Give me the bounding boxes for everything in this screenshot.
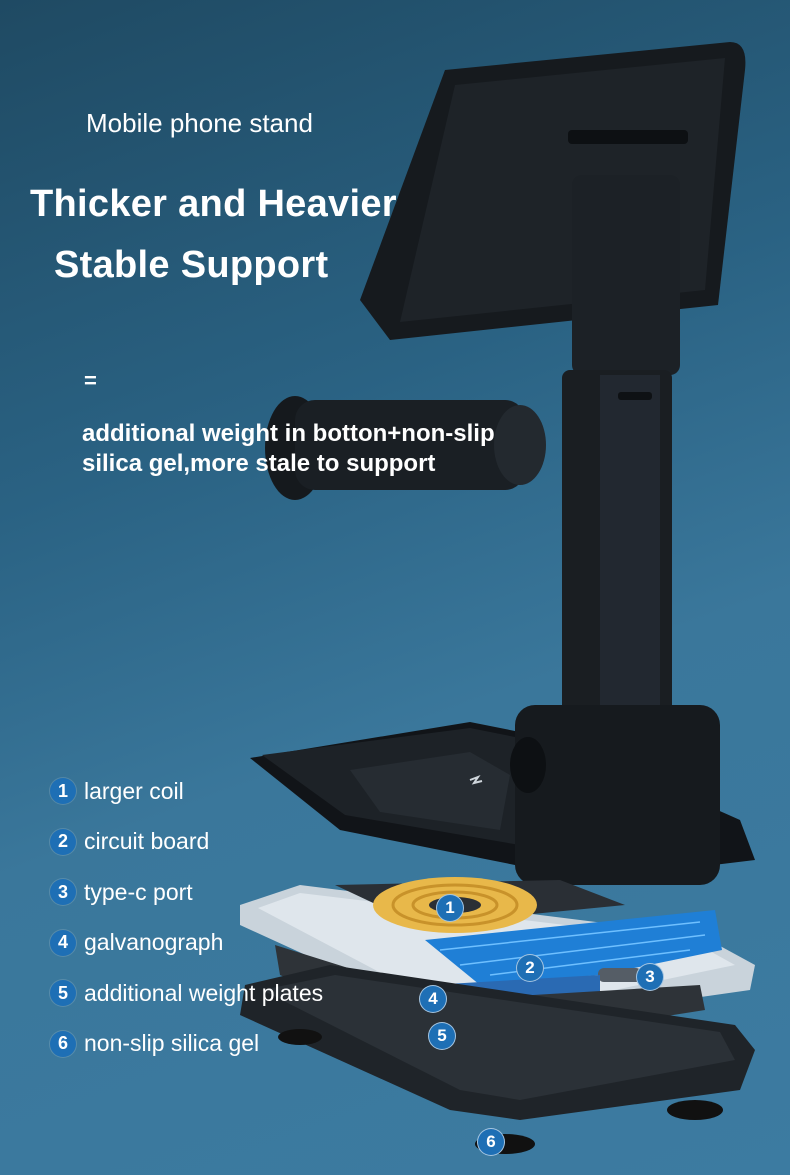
callout-weight-plates: 5 <box>428 1022 456 1050</box>
callout-silica-gel: 6 <box>477 1128 505 1156</box>
holder-head <box>360 42 746 340</box>
legend-label: non-slip silica gel <box>84 1030 260 1057</box>
legend-item-galvanograph: 4 galvanograph <box>50 918 323 969</box>
legend-item-type-c-port: 3 type-c port <box>50 867 323 918</box>
legend-item-silica-gel: 6 non-slip silica gel <box>50 1019 323 1070</box>
legend-label: larger coil <box>84 777 184 804</box>
legend-item-weight-plates: 5 additional weight plates <box>50 968 323 1019</box>
legend-item-coil: 1 larger coil <box>50 766 323 817</box>
headline-line-2: Stable Support <box>54 244 329 286</box>
stand-base <box>250 705 755 885</box>
subtitle: Mobile phone stand <box>86 108 313 138</box>
callout-type-c-port: 3 <box>636 963 664 991</box>
legend-label: additional weight plates <box>84 979 324 1006</box>
bullet-icon: = <box>84 368 97 393</box>
exploded-layers <box>240 877 755 1154</box>
headline-line-1: Thicker and Heavier <box>30 183 397 225</box>
number-badge: 6 <box>50 1030 76 1057</box>
legend-item-circuit-board: 2 circuit board <box>50 817 323 868</box>
support-pole <box>562 175 680 735</box>
callout-galvanograph: 4 <box>419 985 447 1013</box>
number-badge: 1 <box>50 778 76 805</box>
description-line-1: additional weight in botton+non-slip <box>82 420 495 447</box>
callout-coil: 1 <box>436 894 464 922</box>
number-badge: 2 <box>50 828 76 855</box>
legend-label: type-c port <box>84 878 193 905</box>
component-legend: 1 larger coil 2 circuit board 3 type-c p… <box>50 766 323 1069</box>
legend-label: circuit board <box>84 828 210 855</box>
hinge-knob <box>265 396 546 500</box>
number-badge: 3 <box>50 879 76 906</box>
description-line-2: silica gel,more stale to support <box>82 450 436 477</box>
number-badge: 5 <box>50 980 76 1007</box>
callout-circuit-board: 2 <box>516 954 544 982</box>
number-badge: 4 <box>50 929 76 956</box>
legend-label: galvanograph <box>84 929 224 956</box>
